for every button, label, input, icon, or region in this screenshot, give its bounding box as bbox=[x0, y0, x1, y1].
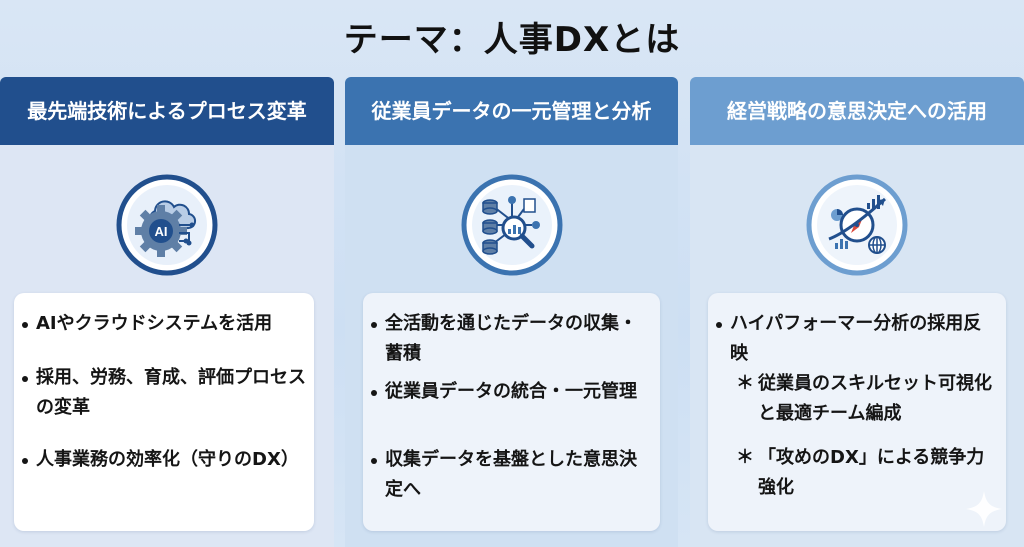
column-strategy-decision: 経営戦略の意思決定への活用 ハイパフォーマー分析の採用反映 bbox=[690, 77, 1024, 547]
compass-chart-icon bbox=[805, 173, 909, 277]
sparkle-icon bbox=[966, 491, 1002, 527]
sub-item: ＊ 「攻めのDX」による競争力強化 bbox=[736, 443, 996, 503]
list-item: AIやクラウドシステムを活用 bbox=[22, 309, 302, 339]
ai-gear-cloud-icon: AI bbox=[115, 173, 219, 277]
bullet-card: ハイパフォーマー分析の採用反映 ＊ 従業員のスキルセット可視化と最適チーム編成 … bbox=[708, 293, 1006, 531]
list-item: ハイパフォーマー分析の採用反映 bbox=[716, 309, 994, 369]
sub-item-text: 従業員のスキルセット可視化と最適チーム編成 bbox=[758, 373, 992, 424]
list-item: 収集データを基盤とした意思決定へ bbox=[371, 445, 648, 505]
column-header: 経営戦略の意思決定への活用 bbox=[690, 77, 1024, 145]
sub-item-text: 「攻めのDX」による競争力強化 bbox=[758, 447, 985, 498]
bullet-card: 全活動を通じたデータの収集・蓄積 従業員データの統合・一元管理 収集データを基盤… bbox=[363, 293, 660, 531]
column-process-transformation: 最先端技術によるプロセス変革 bbox=[0, 77, 334, 547]
column-data-management: 従業員データの一元管理と分析 bbox=[345, 77, 678, 547]
page-title: テーマ：人事DXとは bbox=[343, 20, 681, 60]
sub-item: ＊ 従業員のスキルセット可視化と最適チーム編成 bbox=[736, 369, 996, 429]
list-item: 従業員データの統合・一元管理 bbox=[371, 377, 648, 407]
list-item: 採用、労務、育成、評価プロセスの変革 bbox=[22, 363, 306, 423]
list-item: 人事業務の効率化（守りのDX） bbox=[22, 445, 304, 475]
data-network-icon bbox=[460, 173, 564, 277]
bullet-card: AIやクラウドシステムを活用 採用、労務、育成、評価プロセスの変革 人事業務の効… bbox=[14, 293, 314, 531]
column-header: 従業員データの一元管理と分析 bbox=[345, 77, 678, 145]
column-header: 最先端技術によるプロセス変革 bbox=[0, 77, 334, 145]
sub-item-mark: ＊ bbox=[736, 373, 754, 394]
ai-icon-label: AI bbox=[155, 224, 168, 239]
list-item: 全活動を通じたデータの収集・蓄積 bbox=[371, 309, 648, 369]
sub-item-mark: ＊ bbox=[736, 447, 754, 468]
